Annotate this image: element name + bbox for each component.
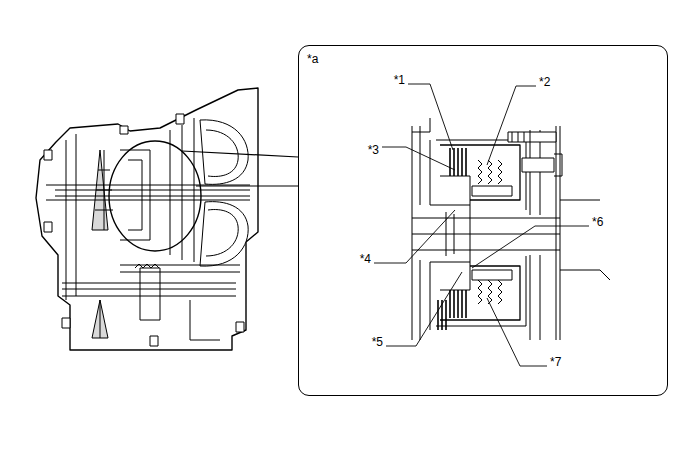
drawing-stroke	[120, 265, 240, 272]
drawing-stroke	[92, 300, 108, 338]
drawing-stroke	[556, 126, 560, 340]
panel-label: *a	[307, 52, 318, 66]
callout-number: *4	[359, 252, 372, 266]
drawing-stroke	[440, 145, 520, 320]
drawing-stroke	[472, 186, 512, 280]
drawing-stroke	[176, 114, 184, 124]
drawing-stroke	[200, 202, 248, 266]
drawing-stroke	[120, 150, 150, 240]
drawing-stroke	[440, 176, 470, 290]
drawing-stroke	[522, 158, 554, 172]
drawing-stroke	[66, 134, 76, 300]
drawing-stroke	[100, 300, 101, 338]
drawing-stroke	[487, 298, 547, 366]
callout-number: *5	[371, 335, 384, 349]
drawing-stroke	[412, 126, 420, 340]
drawing-stroke	[487, 86, 536, 165]
drawing-stroke	[430, 140, 470, 330]
drawing-stroke	[478, 160, 502, 184]
drawing-stroke	[62, 283, 236, 296]
drawing-stroke	[472, 226, 589, 268]
drawing-stroke	[386, 272, 462, 346]
drawing-stroke	[412, 118, 610, 280]
drawing-stroke	[478, 280, 502, 304]
drawing-stroke	[438, 148, 466, 330]
callout-number: *1	[393, 73, 406, 87]
drawing-stroke	[508, 132, 556, 142]
drawing-stroke	[44, 222, 52, 232]
drawing-stroke	[44, 150, 52, 160]
callout-number: *3	[367, 143, 380, 157]
callout-number: *2	[538, 75, 551, 89]
drawing-stroke	[512, 132, 530, 142]
drawing-stroke	[120, 126, 128, 134]
detail-panel: *a	[298, 45, 668, 396]
drawing-stroke	[450, 290, 466, 318]
drawing-stroke	[46, 185, 250, 200]
drawing-stroke	[109, 141, 201, 251]
drawing-stroke	[95, 150, 113, 230]
drawing-stroke	[408, 84, 453, 150]
drawing-stroke	[412, 218, 560, 250]
drawing-stroke	[236, 322, 244, 332]
drawing-stroke	[62, 318, 70, 328]
drawing-stroke	[382, 147, 455, 170]
transmission-section	[36, 88, 298, 350]
drawing-stroke	[140, 268, 220, 340]
drawing-stroke	[374, 210, 455, 263]
leader-lines	[374, 84, 589, 366]
drawing-stroke	[36, 88, 258, 350]
callout-number: *7	[549, 355, 562, 369]
clutch-detail	[412, 118, 610, 340]
drawing-stroke	[554, 154, 562, 176]
drawing-stroke	[150, 336, 158, 346]
drawing-stroke	[206, 210, 238, 256]
drawing-stroke	[182, 151, 298, 186]
callout-number: *6	[591, 215, 604, 229]
drawing-stroke	[135, 264, 160, 268]
drawing-stroke	[450, 148, 466, 176]
